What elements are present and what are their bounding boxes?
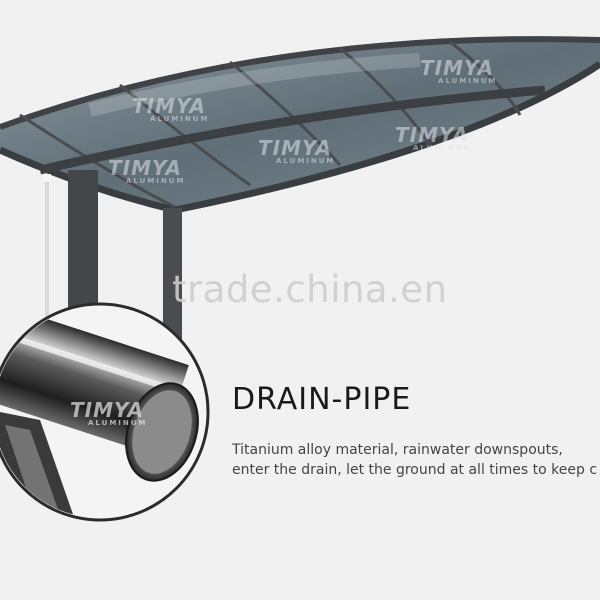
brand-watermark: TIMYA ALUMINUM	[132, 96, 209, 123]
brand-tagline: ALUMINUM	[276, 157, 336, 165]
brand-tagline: ALUMINUM	[126, 177, 186, 185]
brand-tagline: ALUMINUM	[150, 115, 210, 123]
description-line-2: enter the drain, let the ground at all t…	[232, 462, 598, 478]
brand-watermark: TIMYA ALUMINUM	[108, 158, 185, 185]
brand-tagline: ALUMINUM	[413, 144, 473, 152]
brand-name: TIMYA	[395, 123, 470, 147]
carport-posts	[43, 170, 182, 358]
brand-tagline: ALUMINUM	[438, 77, 498, 85]
brand-name: TIMYA	[420, 56, 495, 80]
watermark-text: trade.china.en	[172, 268, 448, 311]
description-line-1: Titanium alloy material, rainwater downs…	[232, 442, 563, 458]
product-title: DRAIN-PIPE	[232, 382, 412, 417]
brand-name: TIMYA	[108, 156, 183, 180]
brand-watermark: TIMYA ALUMINUM	[258, 138, 335, 165]
brand-watermark: TIMYA ALUMINUM	[70, 400, 147, 427]
product-description: Titanium alloy material, rainwater downs…	[232, 440, 600, 480]
brand-watermark: TIMYA ALUMINUM	[395, 125, 472, 152]
brand-watermark: TIMYA ALUMINUM	[420, 58, 497, 85]
brand-name: TIMYA	[258, 136, 333, 160]
brand-name: TIMYA	[70, 398, 145, 422]
brand-name: TIMYA	[132, 94, 207, 118]
brand-tagline: ALUMINUM	[88, 419, 148, 427]
